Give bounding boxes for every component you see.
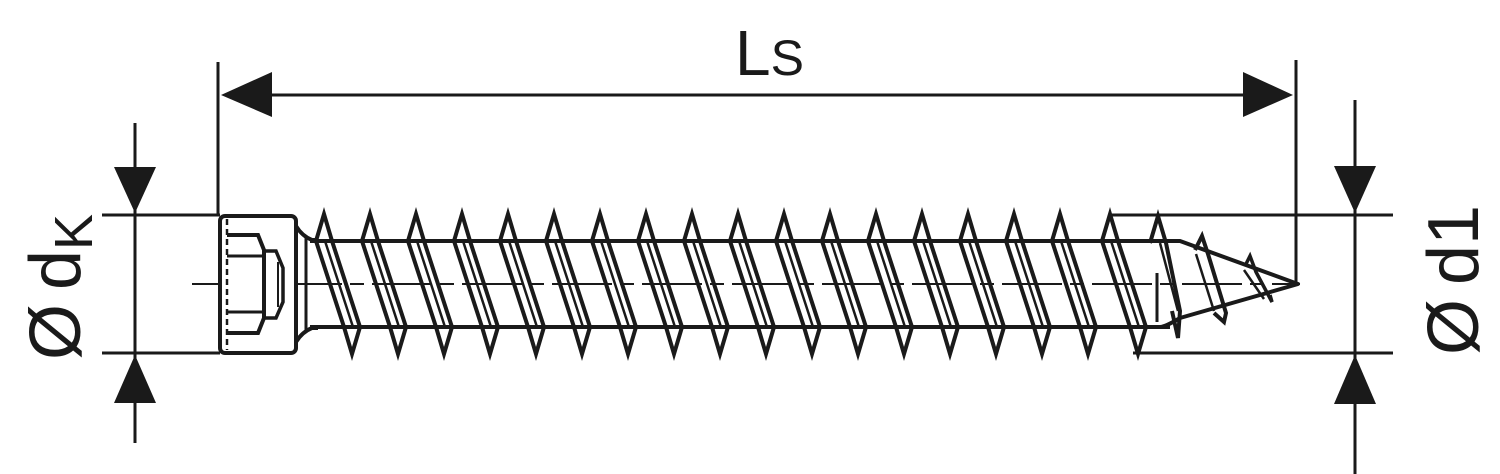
tip-outline xyxy=(1159,239,1300,329)
screw-tip xyxy=(1148,208,1300,339)
length-label: LS xyxy=(735,17,804,89)
thread-diameter-label: Ød1 xyxy=(1414,205,1494,355)
arrow-up-icon xyxy=(1334,355,1376,404)
length-dimension: LS xyxy=(216,17,1298,284)
screw-head xyxy=(218,214,318,355)
head-diameter-dimension: ØdK xyxy=(16,123,220,443)
socket-recess-icon xyxy=(264,249,285,320)
hex-socket-icon xyxy=(227,233,266,335)
arrow-left-icon xyxy=(221,72,272,117)
thread-diameter-dimension: Ød1 xyxy=(1110,100,1494,474)
arrow-right-icon xyxy=(1243,72,1293,117)
arrow-down-icon xyxy=(1334,166,1376,213)
arrow-down-icon xyxy=(114,167,156,213)
arrow-up-icon xyxy=(114,355,156,403)
head-diameter-label: ØdK xyxy=(16,214,104,360)
